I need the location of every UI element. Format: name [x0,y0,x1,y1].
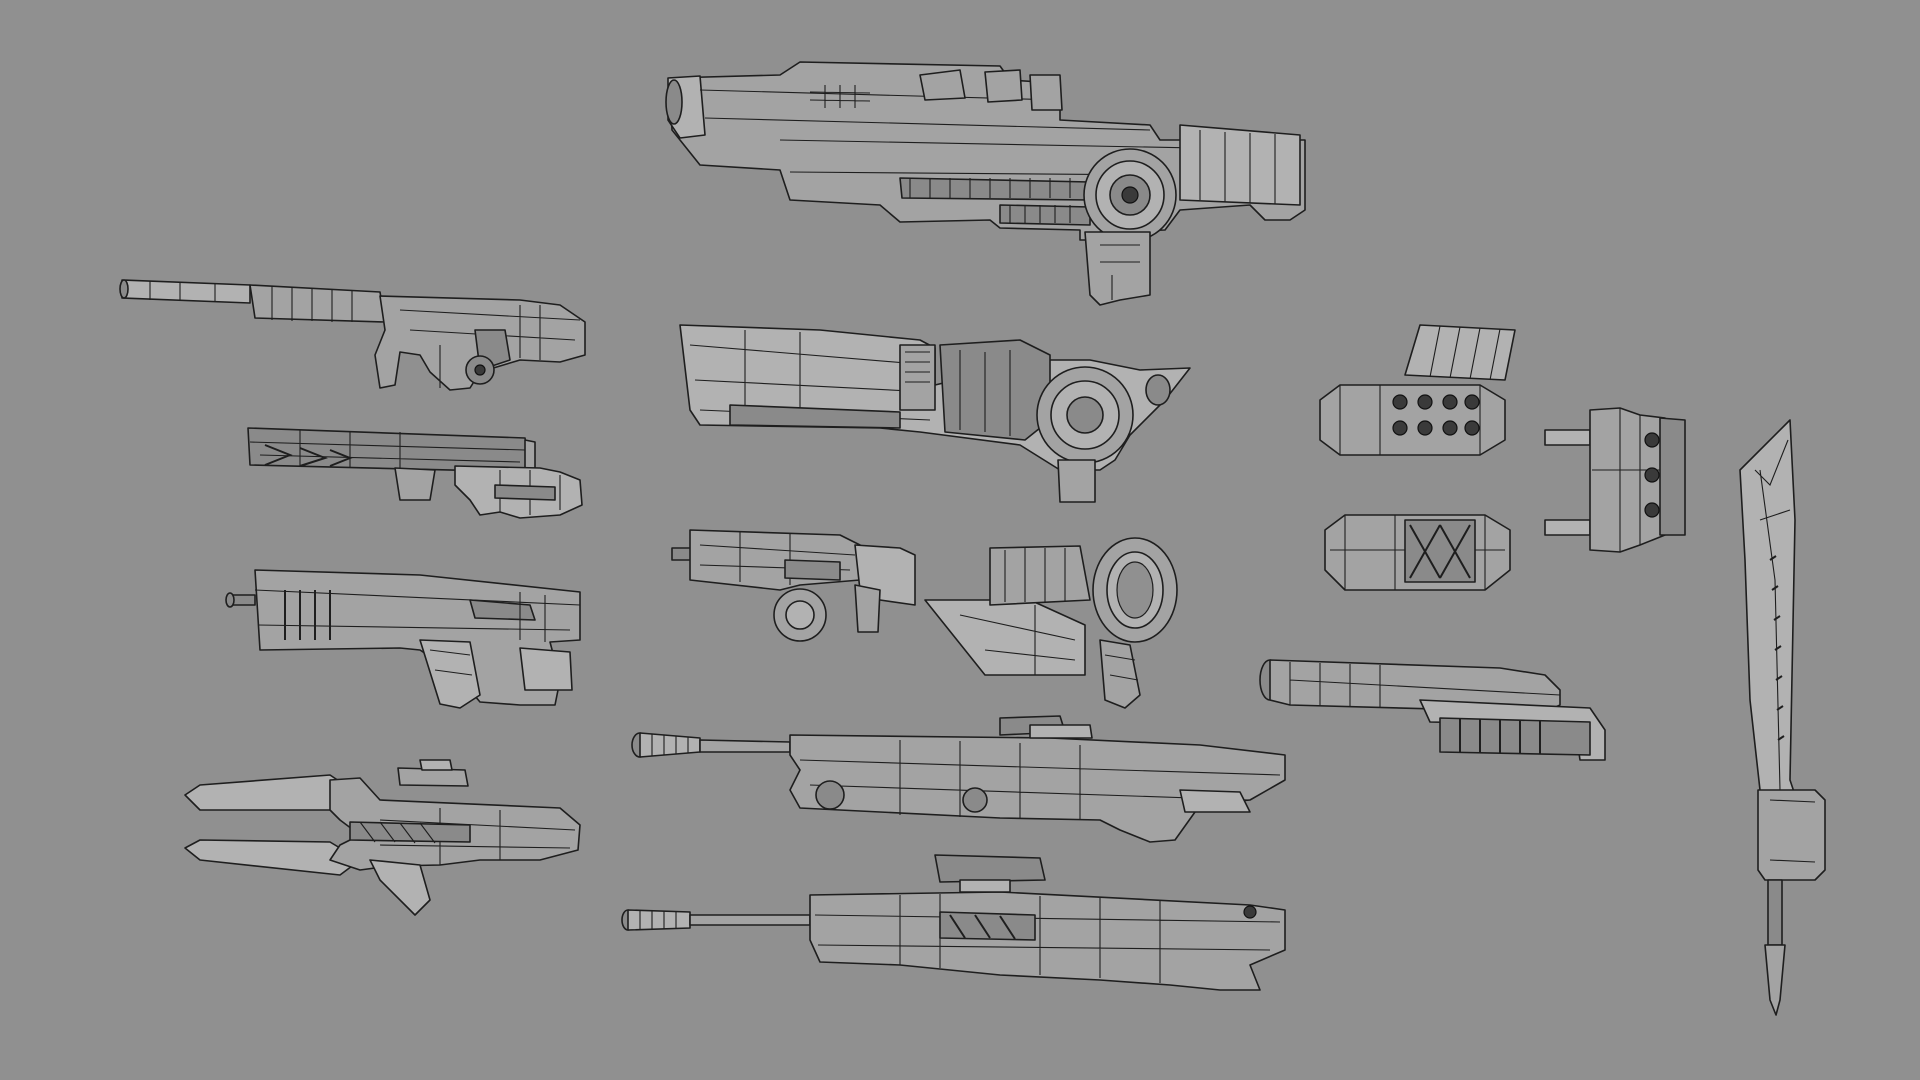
plasma-rifle-model [184,759,581,916]
smg-model [247,427,583,519]
drum-gun-model [671,529,916,642]
launcher-tube-model [1259,659,1606,761]
long-rifle-model [631,715,1286,843]
heavy-cannon-model [665,61,1306,306]
missile-pod-open-model [1319,324,1516,456]
greatsword-model [1739,419,1826,1016]
assault-rifle-model [225,569,581,709]
sniper-rifle-model [621,854,1286,991]
missile-pod-closed-model [1324,514,1511,591]
silenced-rifle-model [119,279,586,391]
energy-cannon-model [679,324,1191,503]
ring-launcher-model [924,537,1178,709]
rocket-launcher-small-model [1544,407,1686,553]
